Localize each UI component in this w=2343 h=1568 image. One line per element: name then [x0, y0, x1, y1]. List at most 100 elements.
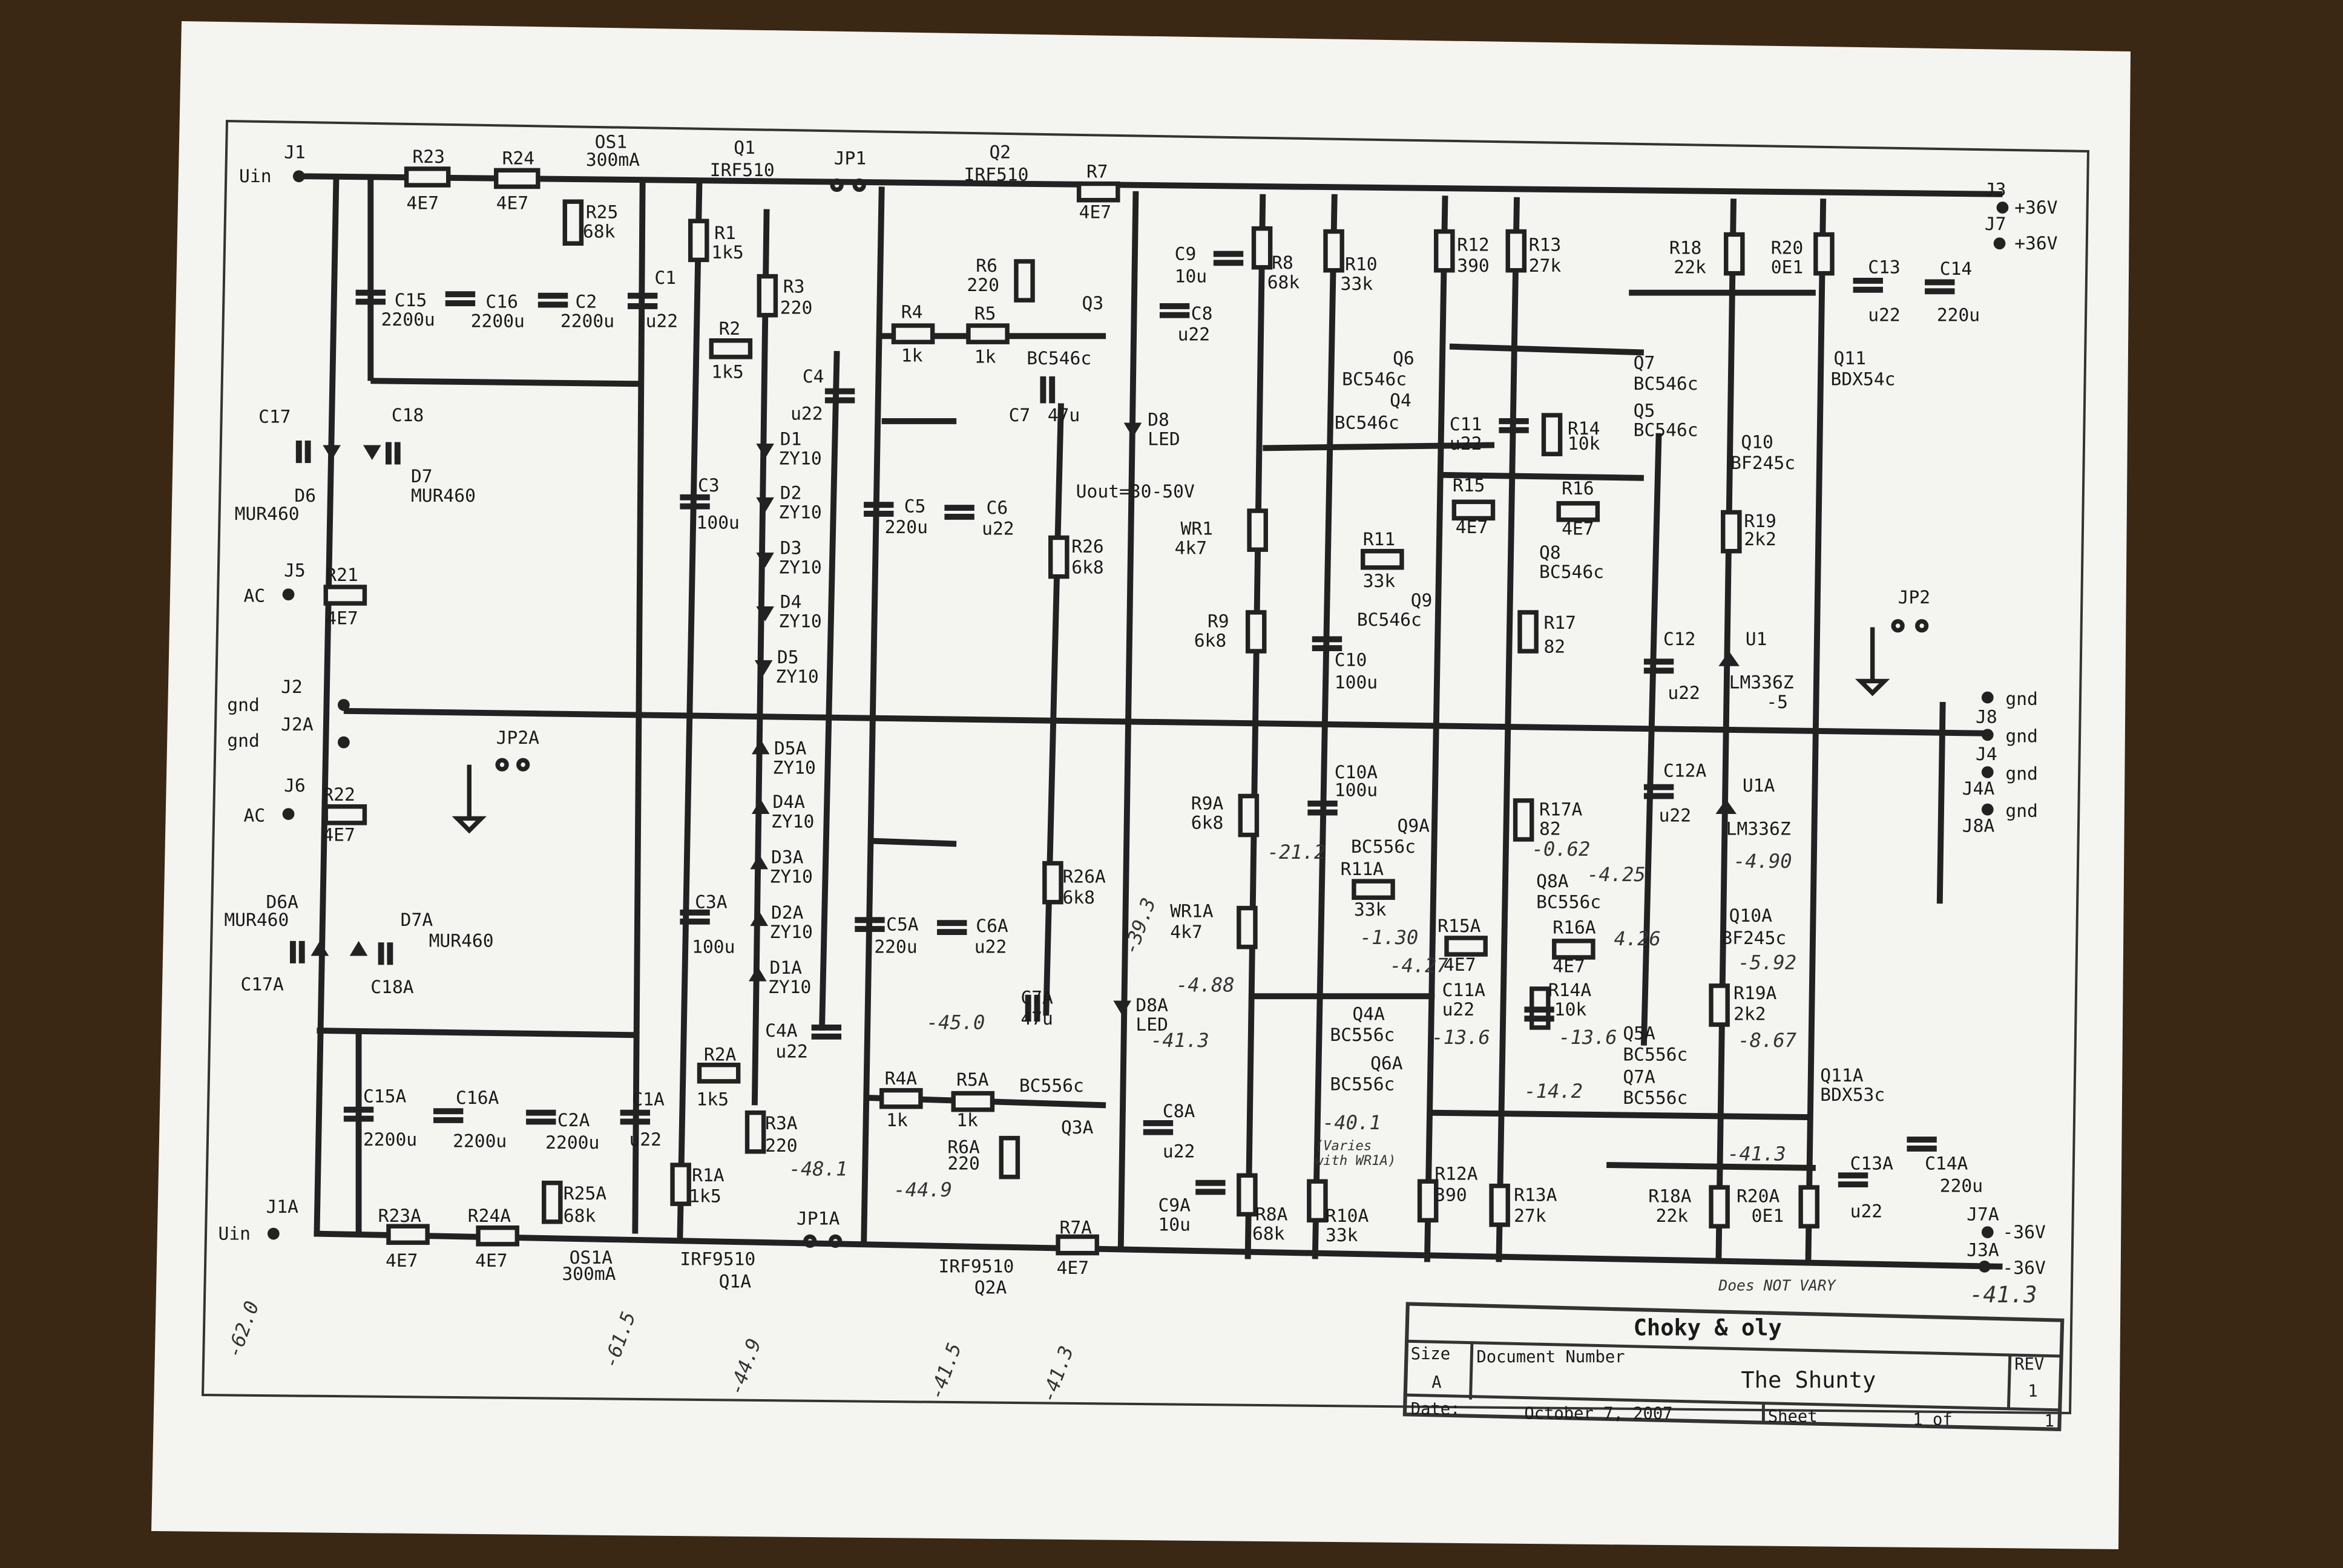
- jumper-jp1a-b: [829, 1234, 843, 1248]
- resistor-r18a: [1709, 1185, 1730, 1228]
- note-212: -21.2: [1267, 841, 1326, 864]
- label-c18a: C18A: [370, 977, 413, 997]
- note-488: -4.88: [1176, 974, 1235, 997]
- value-r20a: 0E1: [1752, 1206, 1784, 1226]
- value-r3a: 220: [765, 1135, 797, 1156]
- label-q7a: Q7A: [1623, 1066, 1655, 1087]
- note-136a: -13.6: [1431, 1026, 1490, 1049]
- label-r10a: R10A: [1326, 1206, 1369, 1226]
- label-r25a: R25A: [564, 1183, 606, 1204]
- value-wr1a: 4k7: [1170, 922, 1202, 942]
- value-r20: 0E1: [1771, 257, 1803, 278]
- label-uout: Uout=30-50V: [1076, 481, 1195, 502]
- value-d1: ZY10: [778, 448, 821, 469]
- resistor-r26a: [1042, 861, 1063, 905]
- label-j1: J1: [284, 142, 306, 163]
- value-q5: BC546c: [1634, 420, 1698, 441]
- title-block: Choky & oly Size A Document Number The S…: [1402, 1302, 2065, 1432]
- value-c8a: u22: [1163, 1141, 1195, 1162]
- terminal-j7a: [1981, 1226, 1994, 1238]
- title-rev-label: REV: [2014, 1355, 2044, 1374]
- ground-jp2: [1855, 678, 1890, 697]
- ref-u1a: [1715, 799, 1737, 815]
- label-j7: J7: [1985, 214, 2006, 234]
- label-c1: C1: [654, 267, 676, 288]
- value-c1a: u22: [629, 1129, 661, 1150]
- note-427: -4.27: [1390, 954, 1448, 977]
- label-d5: D5: [777, 647, 799, 668]
- value-r14: 10k: [1568, 433, 1600, 454]
- diode-d7: [363, 445, 381, 461]
- label-minus36-2: -36V: [2002, 1258, 2045, 1278]
- label-gnd-r1: gnd: [2005, 689, 2037, 709]
- label-c7: C7: [1009, 405, 1031, 425]
- diode-d2: [756, 497, 774, 513]
- label-j3a: J3A: [1967, 1240, 1999, 1261]
- label-c17: C17: [258, 406, 291, 427]
- value-r17a: 82: [1539, 819, 1561, 839]
- label-j4: J4: [1976, 744, 1997, 764]
- resistor-r20: [1813, 232, 1835, 276]
- resistor-r17a: [1513, 798, 1534, 842]
- label-u1: U1: [1746, 629, 1767, 649]
- title-size-value: A: [1431, 1373, 1441, 1392]
- label-j2a: J2A: [281, 714, 314, 735]
- wire-q6-q7: [1449, 343, 1645, 356]
- resistor-r21: [323, 585, 367, 606]
- label-j6: J6: [284, 775, 306, 796]
- wire-r10-vert: [1312, 194, 1338, 1259]
- label-q3: Q3: [1082, 293, 1104, 313]
- label-d6: D6: [294, 485, 316, 506]
- value-r10: 33k: [1341, 274, 1373, 294]
- label-c14: C14: [1940, 258, 1972, 279]
- value-c9a: 10u: [1158, 1215, 1190, 1235]
- label-d4a: D4A: [772, 792, 805, 812]
- value-wr1: 4k7: [1175, 538, 1207, 559]
- diode-d4a: [751, 799, 770, 815]
- label-j8: J8: [1976, 707, 1997, 727]
- value-r8: 68k: [1267, 272, 1300, 292]
- terminal-j3a: [1978, 1260, 1991, 1273]
- value-q1: IRF510: [710, 160, 775, 180]
- zener-diodes: [311, 422, 1740, 1016]
- label-gnd-left-2: gnd: [227, 730, 259, 751]
- terminal-j4a: [1981, 766, 1994, 778]
- diode-d5a: [751, 739, 770, 755]
- label-q10: Q10: [1741, 431, 1773, 452]
- value-c2: 2200u: [560, 310, 614, 331]
- value-q11: BDX54c: [1831, 369, 1896, 390]
- resistor-r11: [1361, 548, 1404, 570]
- label-c18: C18: [392, 405, 424, 425]
- value-q5a: BC556c: [1623, 1044, 1687, 1064]
- capacitor-plates: [289, 251, 1955, 1195]
- label-r20a: R20A: [1737, 1186, 1779, 1207]
- resistor-r15: [1451, 499, 1496, 521]
- value-u1-sub: -5: [1766, 692, 1788, 712]
- title-company: Choky & oly: [1634, 1314, 1782, 1340]
- label-r12a: R12A: [1434, 1164, 1477, 1184]
- label-q6: Q6: [1393, 348, 1415, 369]
- value-c16a: 2200u: [453, 1130, 507, 1151]
- value-c8: u22: [1178, 324, 1210, 345]
- label-c13: C13: [1868, 257, 1900, 278]
- label-c9a: C9A: [1158, 1195, 1191, 1216]
- value-u1a: LM336Z: [1726, 819, 1791, 839]
- terminal-j4: [1981, 729, 1994, 741]
- wire-gnd-right: [1936, 701, 1946, 904]
- label-j7a: J7A: [1967, 1204, 1999, 1224]
- value-r1a: 1k5: [689, 1186, 721, 1207]
- label-r5: R5: [974, 303, 996, 324]
- note-does-not-vary: Does NOT VARY: [1718, 1276, 1836, 1294]
- diode-d1a: [748, 966, 767, 982]
- label-q5: Q5: [1634, 401, 1655, 421]
- resistor-r4: [891, 323, 935, 344]
- title-name: The Shunty: [1741, 1367, 1876, 1393]
- label-j8a: J8A: [1962, 816, 1995, 836]
- note-592: -5.92: [1738, 951, 1796, 974]
- terminal-j7: [1993, 237, 2006, 250]
- label-c4: C4: [803, 366, 824, 387]
- label-r7a: R7A: [1060, 1218, 1093, 1238]
- value-q9a: BC556c: [1351, 836, 1416, 857]
- label-r9: R9: [1208, 611, 1229, 632]
- label-r26: R26: [1071, 536, 1103, 557]
